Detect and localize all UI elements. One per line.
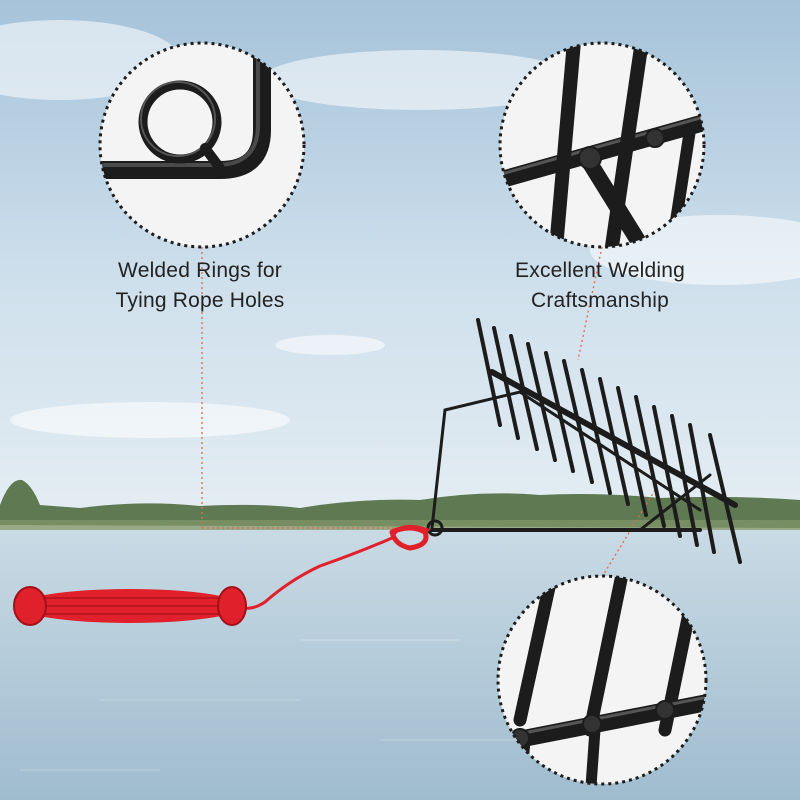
- callout-welding-line2: Craftsmanship: [531, 289, 669, 312]
- weld-ring-detail-icon: [98, 41, 306, 249]
- callout-welding-line1: Excellent Welding: [515, 259, 685, 282]
- callout-rings-caption: Welded Rings for Tying Rope Holes: [70, 256, 330, 316]
- callout-rings-line2: Tying Rope Holes: [115, 289, 285, 312]
- leader-lines: [201, 246, 656, 578]
- tine-weld-detail-icon: [496, 574, 708, 786]
- rope-coil-icon: [13, 524, 430, 626]
- lake-rake-icon: [426, 318, 742, 564]
- treeline: [0, 479, 800, 528]
- callout-welding-caption: Excellent Welding Craftsmanship: [470, 256, 730, 316]
- callout-rings-line1: Welded Rings for: [118, 259, 282, 282]
